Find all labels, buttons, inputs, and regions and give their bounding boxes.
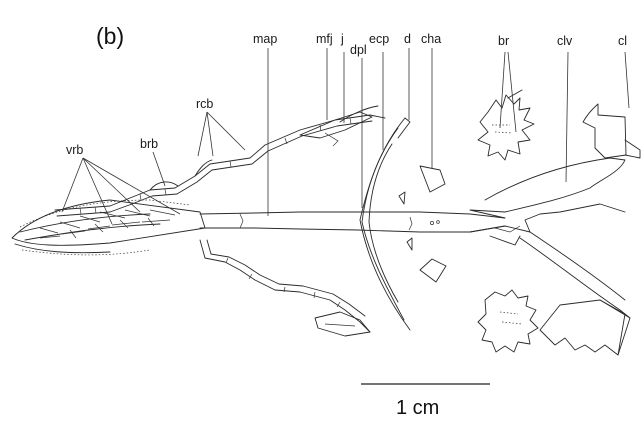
label-d: d [404,32,411,46]
label-dpl: dpl [350,43,367,57]
structure-labels: map mfj j dpl ecp d cha br clv cl rcb br… [66,32,627,157]
scale-bar-label: 1 cm [396,397,439,419]
cl-element [540,104,640,355]
label-cl: cl [618,34,627,48]
label-br: br [498,34,509,48]
label-map: map [253,32,277,46]
label-clv: clv [557,34,573,48]
label-mfj: mfj [316,32,333,46]
central-fragments [399,192,412,250]
label-j: j [340,32,344,46]
label-rcb: rcb [196,97,213,111]
label-vrb: vrb [66,143,83,157]
ecp-element [360,118,410,330]
panel-label: (b) [96,23,124,49]
rostral-region [12,200,205,255]
label-cha: cha [421,32,441,46]
label-ecp: ecp [369,32,389,46]
br-plates [478,90,538,352]
label-brb: brb [140,137,158,151]
scale-bar: 1 cm [361,384,490,419]
cleithrum-region [470,158,630,318]
main-axial-bone [200,212,505,232]
lower-rays [200,240,370,336]
